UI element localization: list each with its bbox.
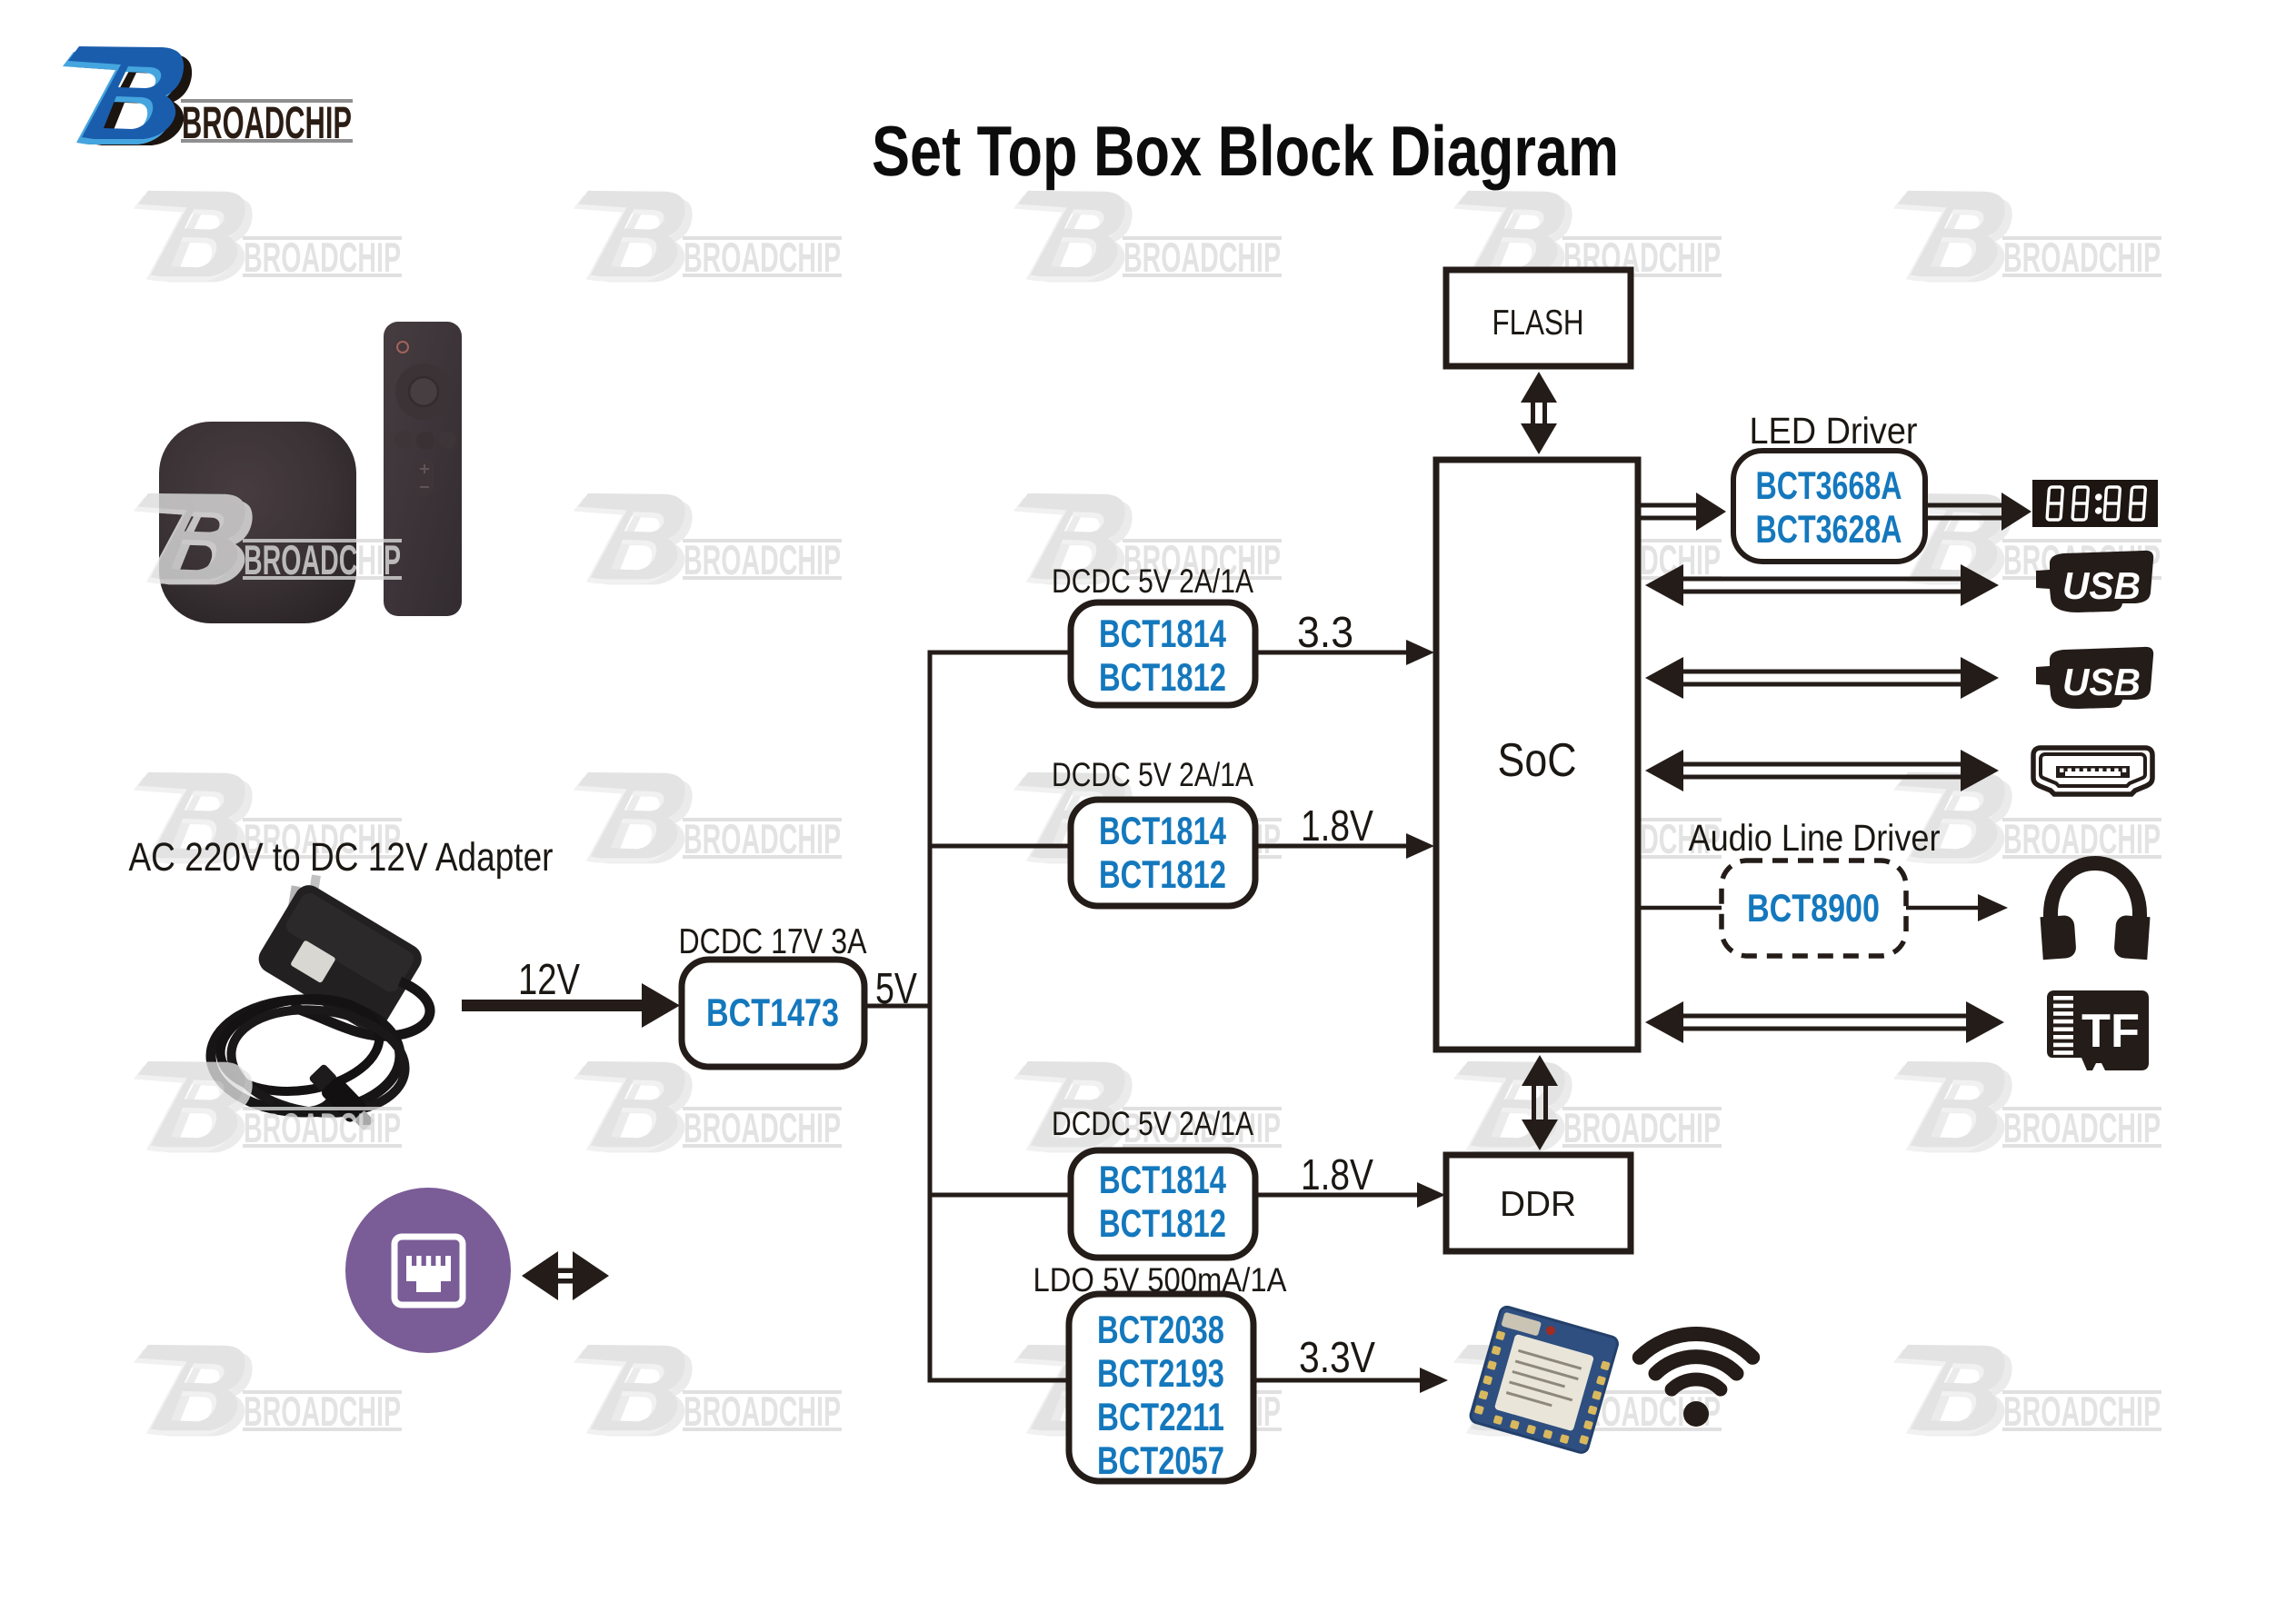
svg-text:LED Driver: LED Driver [1750, 410, 1918, 452]
svg-text:BCT1814: BCT1814 [1099, 612, 1226, 656]
svg-text:BCT1812: BCT1812 [1099, 656, 1226, 700]
svg-text:BCT2057: BCT2057 [1097, 1439, 1224, 1483]
svg-text:DDR: DDR [1500, 1185, 1576, 1224]
svg-text:BCT2038: BCT2038 [1097, 1309, 1224, 1352]
svg-text:FLASH: FLASH [1492, 304, 1584, 343]
svg-text:BCT1812: BCT1812 [1099, 853, 1226, 897]
svg-text:BCT2193: BCT2193 [1097, 1352, 1224, 1396]
svg-text:12V: 12V [518, 956, 580, 1004]
svg-text:USB: USB [2062, 661, 2141, 703]
svg-text:BCT1473: BCT1473 [706, 991, 839, 1035]
svg-text:BCT8900: BCT8900 [1747, 887, 1880, 930]
svg-text:BCT1814: BCT1814 [1099, 1159, 1226, 1202]
svg-text:BROADCHIP: BROADCHIP [182, 97, 352, 148]
svg-text:SoC: SoC [1498, 734, 1577, 787]
svg-text:TF: TF [2081, 1005, 2140, 1058]
svg-text:AC 220V to DC 12V Adapter: AC 220V to DC 12V Adapter [129, 835, 554, 880]
svg-text:1.8V: 1.8V [1301, 1151, 1373, 1199]
svg-text:BCT3628A: BCT3628A [1756, 508, 1902, 552]
svg-text:USB: USB [2062, 564, 2141, 607]
svg-text:Set Top Box Block Diagram: Set Top Box Block Diagram [872, 111, 1619, 191]
svg-text:DCDC 5V 2A/1A: DCDC 5V 2A/1A [1052, 1105, 1253, 1142]
svg-text:DCDC 17V 3A: DCDC 17V 3A [679, 922, 867, 961]
svg-text:DCDC 5V 2A/1A: DCDC 5V 2A/1A [1052, 562, 1253, 600]
svg-text:1.8V: 1.8V [1301, 802, 1373, 851]
svg-text:DCDC 5V 2A/1A: DCDC 5V 2A/1A [1052, 756, 1253, 793]
svg-text:BCT1814: BCT1814 [1099, 810, 1226, 853]
svg-text:BCT2211: BCT2211 [1097, 1396, 1224, 1439]
svg-text:Audio Line Driver: Audio Line Driver [1689, 817, 1941, 859]
svg-text:3.3V: 3.3V [1299, 1334, 1375, 1382]
svg-text:BCT1812: BCT1812 [1099, 1202, 1226, 1246]
svg-text:BCT3668A: BCT3668A [1756, 464, 1902, 508]
svg-text:3.3: 3.3 [1297, 609, 1353, 657]
